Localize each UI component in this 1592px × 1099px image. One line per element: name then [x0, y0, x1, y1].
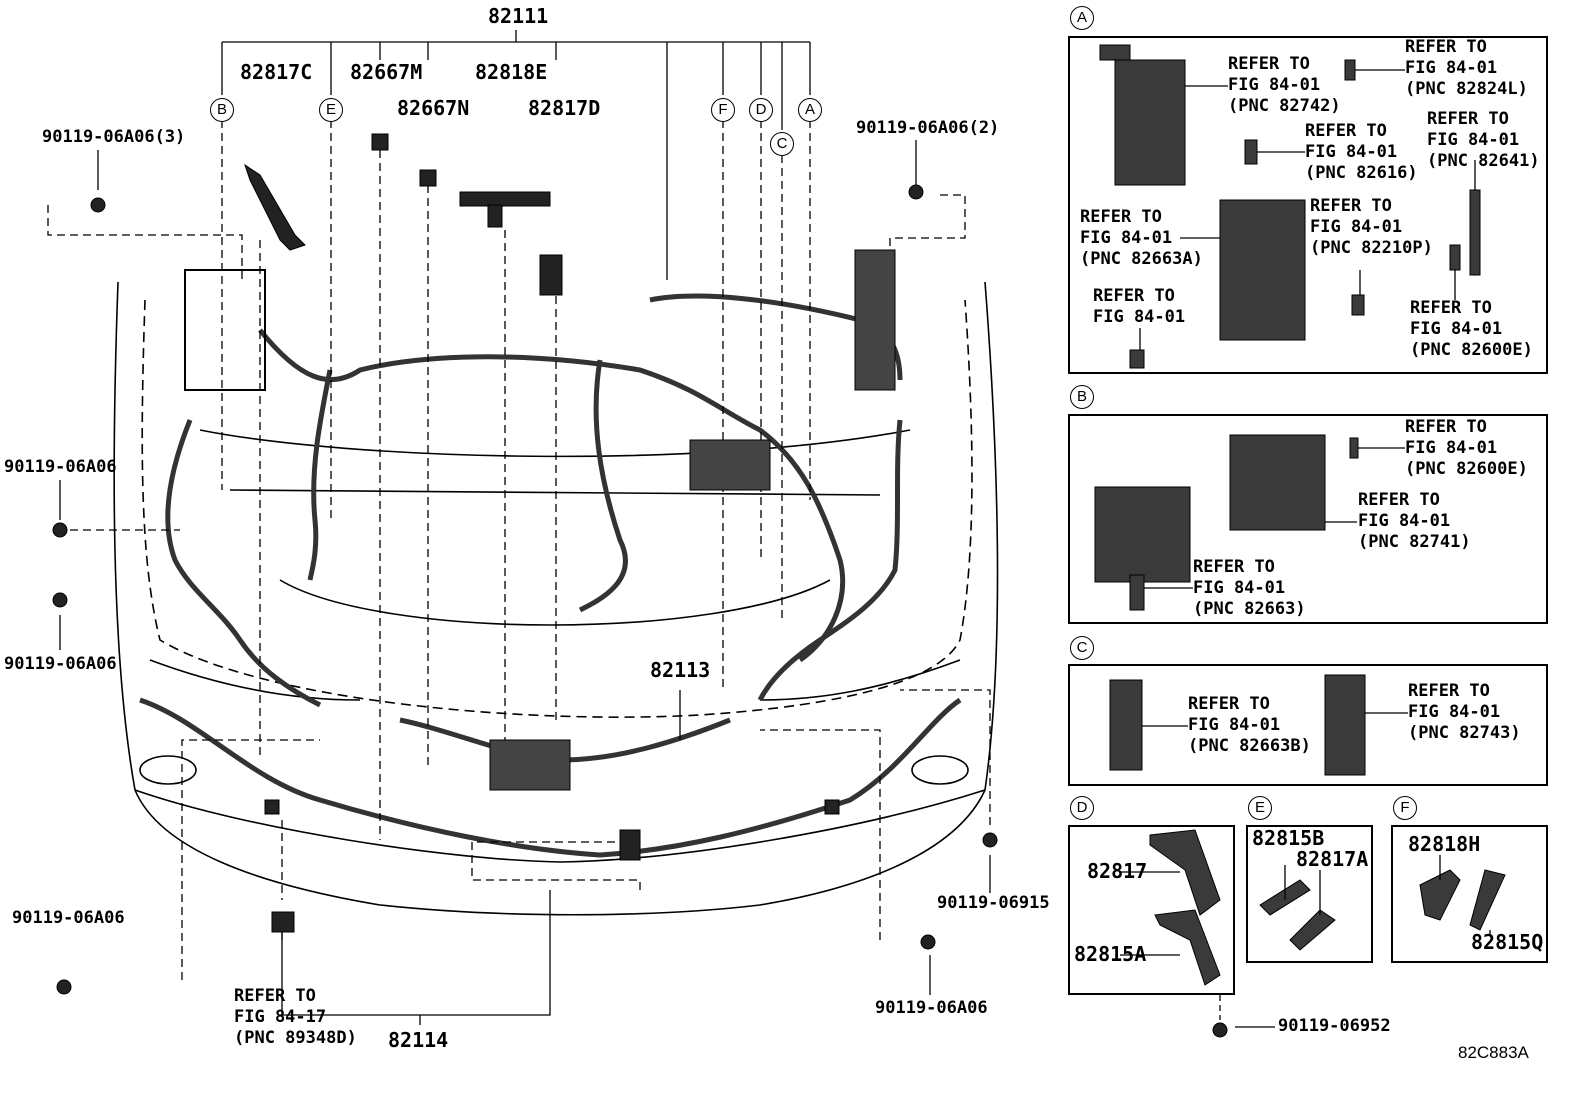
- panel-a-letter: A: [1070, 6, 1094, 30]
- screw-label-90119-06915: 90119-06915: [937, 893, 1050, 913]
- label-82818e: 82818E: [475, 60, 548, 84]
- label-82817: 82817: [1087, 859, 1148, 883]
- label-82815b: 82815B: [1252, 826, 1325, 850]
- label-82667m: 82667M: [350, 60, 423, 84]
- label-82815a: 82815A: [1074, 942, 1147, 966]
- part-82663a-box: [1219, 199, 1306, 341]
- part-82742-box: [1114, 59, 1186, 186]
- part-82815a: [1154, 909, 1221, 986]
- label-82815q: 82815Q: [1471, 930, 1544, 954]
- part-82663b-box: [1109, 679, 1143, 771]
- label-82114: 82114: [388, 1028, 449, 1052]
- car-body-outline: [113, 281, 999, 916]
- panel-d: [1068, 825, 1235, 995]
- left-headlamp: [139, 755, 197, 785]
- bolt-label-left-mid: 90119-06A06: [4, 457, 117, 477]
- panel-e-letter: E: [1248, 796, 1272, 820]
- harness-wire-right: [757, 419, 903, 702]
- label-82667n: 82667N: [397, 96, 470, 120]
- panel-c-letter: C: [1070, 636, 1094, 660]
- label-82817d: 82817D: [528, 96, 601, 120]
- bolt-label-right-top: 90119-06A06(2): [856, 118, 1000, 138]
- bolt-label-right-bottom: 90119-06A06: [875, 998, 988, 1018]
- label-82818h: 82818H: [1408, 832, 1481, 856]
- panel-f: [1391, 825, 1548, 963]
- bolt-icons: [52, 184, 1228, 1038]
- screw-label-90119-06952: 90119-06952: [1278, 1016, 1391, 1036]
- panel-f-letter: F: [1393, 796, 1417, 820]
- bolt-label-left-bottom: 90119-06A06: [12, 908, 125, 928]
- callout-c: C: [770, 132, 794, 156]
- harness-wire-left: [165, 419, 322, 708]
- harness-wire-front: [139, 697, 962, 858]
- callout-b: B: [210, 98, 234, 122]
- bolt-label-left-mid2: 90119-06A06: [4, 654, 117, 674]
- panel-e: [1246, 825, 1373, 963]
- callout-e: E: [319, 98, 343, 122]
- car-grille-line: [134, 789, 986, 863]
- part-82741-box: [1229, 434, 1326, 531]
- label-82111: 82111: [488, 4, 549, 28]
- part-82663-box: [1094, 486, 1191, 583]
- part-82817a: [1289, 909, 1336, 951]
- bracket-82817d: [539, 254, 563, 296]
- car-hood-line: [141, 299, 973, 718]
- callout-f: F: [711, 98, 735, 122]
- part-82817: [1149, 829, 1221, 916]
- refer-connector-89348d: [271, 911, 295, 933]
- figure-code: 82C883A: [1458, 1043, 1529, 1062]
- label-82113: 82113: [650, 658, 711, 682]
- bracket-82817c: [244, 163, 306, 251]
- connector-82667n: [419, 169, 437, 187]
- right-headlamp: [911, 755, 969, 785]
- callout-d: D: [749, 98, 773, 122]
- label-82817a: 82817A: [1296, 847, 1369, 871]
- label-82817c: 82817C: [240, 60, 313, 84]
- part-82818h: [1419, 869, 1461, 921]
- connector-82667m: [371, 133, 389, 151]
- panel-d-letter: D: [1070, 796, 1094, 820]
- part-82815q: [1469, 869, 1506, 931]
- panel-c: [1068, 664, 1548, 786]
- part-82743-box: [1324, 674, 1366, 776]
- panel-b: [1068, 414, 1548, 624]
- panel-a: [1068, 36, 1548, 374]
- bolt-label-left-top: 90119-06A06(3): [42, 127, 186, 147]
- connector-82818e: [459, 191, 551, 207]
- callout-a: A: [798, 98, 822, 122]
- panel-b-letter: B: [1070, 385, 1094, 409]
- harness-wire-main: [258, 328, 846, 663]
